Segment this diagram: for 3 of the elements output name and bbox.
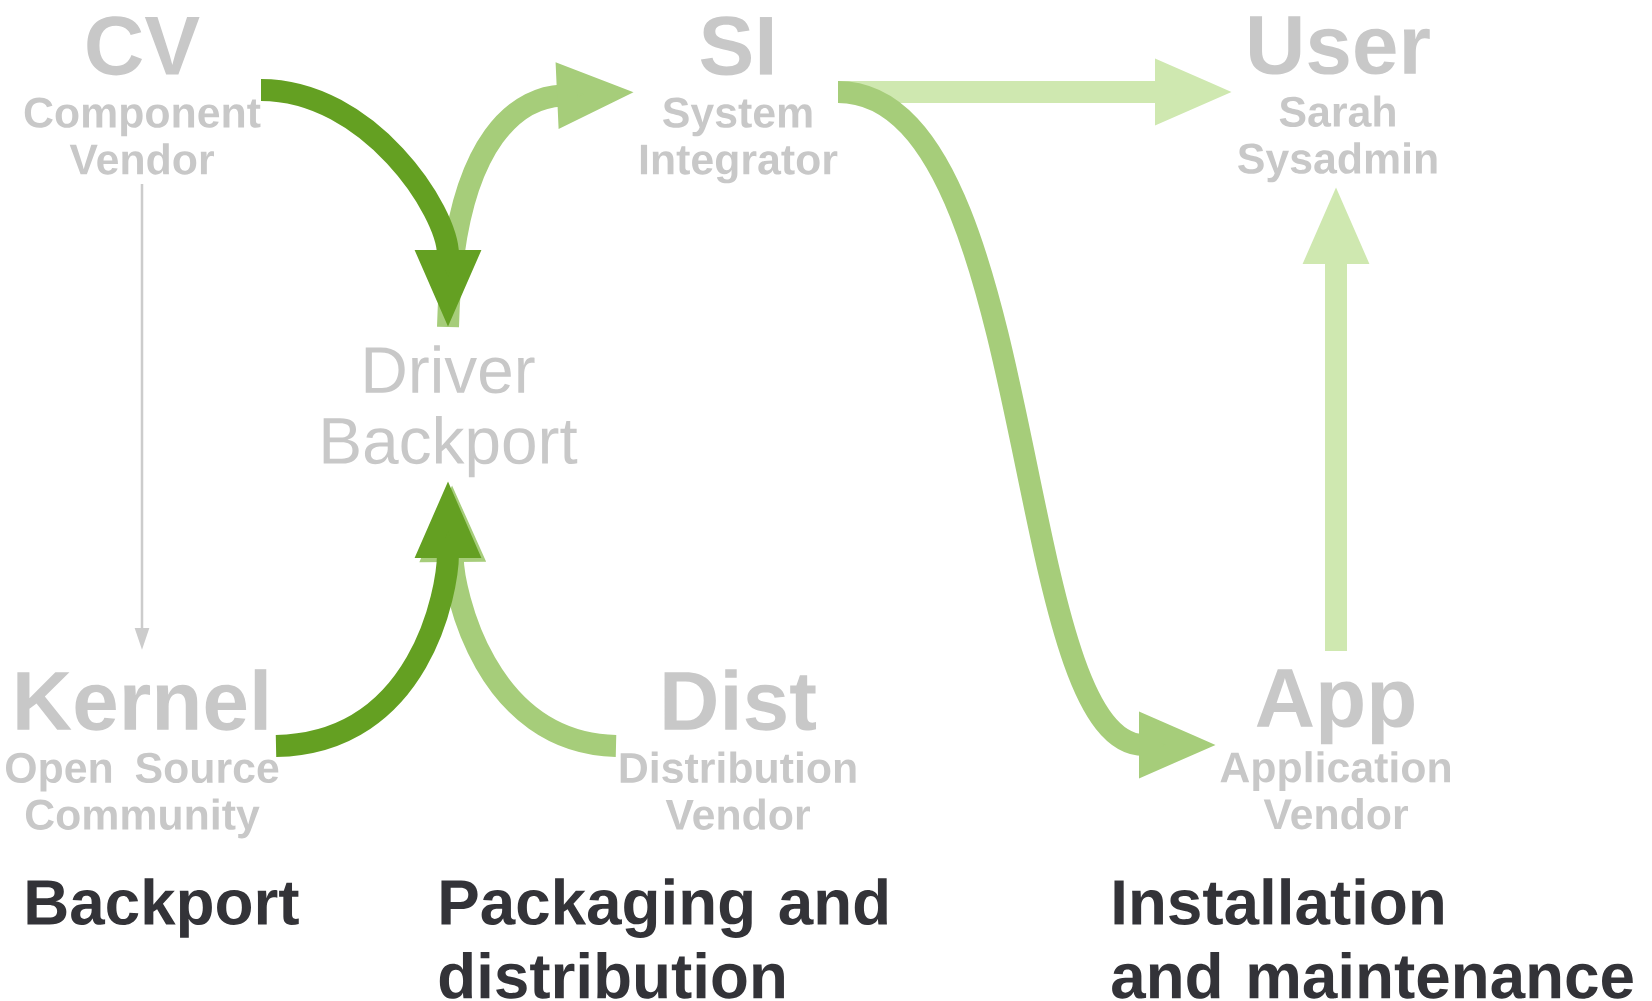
- phase-label: Installation and maintenance: [1112, 878, 1633, 999]
- phase-label: Packaging and distribution: [439, 878, 887, 999]
- phase-label: Backport: [27, 878, 299, 938]
